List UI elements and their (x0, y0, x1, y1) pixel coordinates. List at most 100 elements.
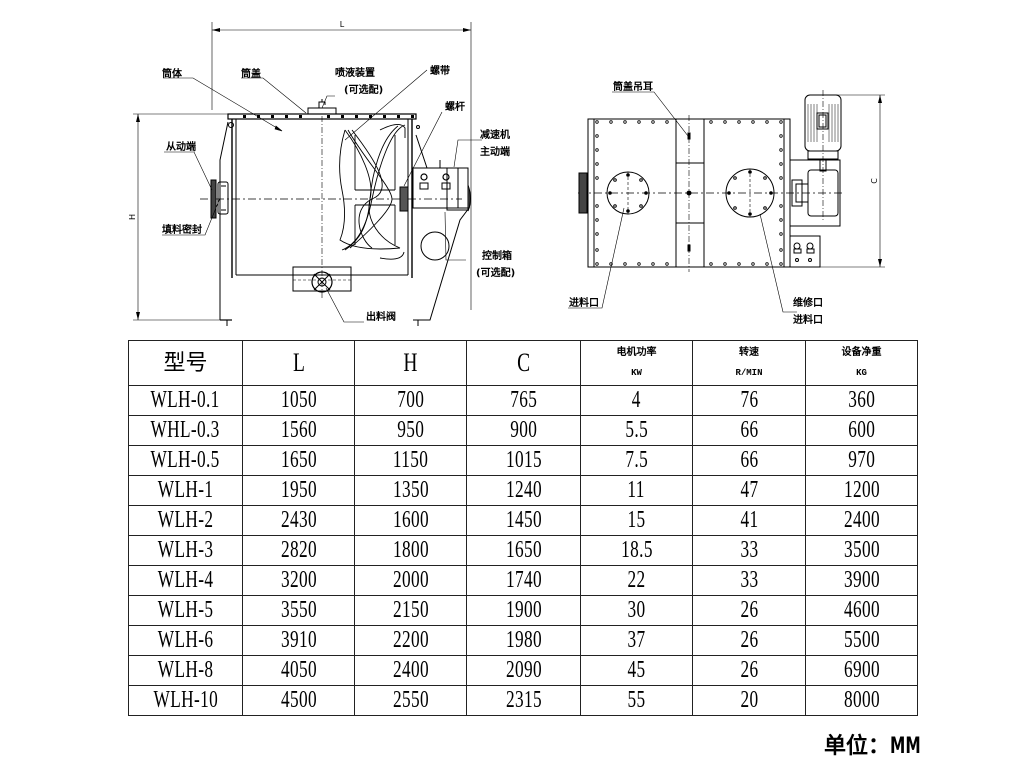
header-H: H (354, 340, 467, 386)
cell-H: 1150 (354, 445, 467, 476)
cell-model: WLH-6 (128, 625, 243, 656)
cell-speed: 66 (692, 415, 806, 446)
cell-power: 11 (580, 475, 693, 506)
cell-model: WLH-0.5 (128, 445, 243, 476)
front-view: L H (128, 20, 515, 326)
cell-L: 4500 (242, 685, 355, 716)
dimension-L: L (211, 20, 472, 310)
leader-lines (162, 69, 482, 323)
cell-speed: 20 (692, 685, 806, 716)
cell-model: WLH-5 (128, 595, 243, 626)
cell-C: 1980 (466, 625, 581, 656)
unit-note-value: MM (890, 734, 921, 759)
cell-C: 1900 (466, 595, 581, 626)
cell-H: 1800 (354, 535, 467, 566)
cell-L: 3550 (242, 595, 355, 626)
cell-power: 37 (580, 625, 693, 656)
cell-model: WHL-0.3 (128, 415, 243, 446)
cell-model: WLH-2 (128, 505, 243, 536)
cell-power: 18.5 (580, 535, 693, 566)
label-inlet-right: 进料口 (793, 313, 823, 326)
cell-weight: 5500 (805, 625, 918, 656)
cell-power: 30 (580, 595, 693, 626)
cell-speed: 66 (692, 445, 806, 476)
bolt-holes (595, 120, 783, 266)
cell-speed: 41 (692, 505, 806, 536)
cell-L: 3910 (242, 625, 355, 656)
cell-L: 2430 (242, 505, 355, 536)
cell-weight: 4600 (805, 595, 918, 626)
cell-H: 2000 (354, 565, 467, 596)
top-view-labels: 筒盖吊耳 进料口 维修口 进料口 (569, 80, 823, 326)
cell-C: 2315 (466, 685, 581, 716)
cell-model: WLH-10 (128, 685, 243, 716)
header-model: 型号 (128, 340, 243, 386)
cell-speed: 26 (692, 595, 806, 626)
label-inlet-left: 进料口 (569, 296, 599, 309)
dimension-L-label: L (340, 20, 345, 29)
label-drive-end: 主动端 (480, 145, 510, 158)
cell-power: 5.5 (580, 415, 693, 446)
inlet-port-left (606, 171, 650, 215)
label-control-optional: (可选配) (476, 266, 515, 279)
label-cover: 筒盖 (241, 67, 261, 80)
label-spray-optional: (可选配) (344, 83, 383, 96)
cell-weight: 8000 (805, 685, 918, 716)
dimension-C: C (790, 94, 885, 268)
discharge-valve (292, 266, 352, 293)
cell-C: 1740 (466, 565, 581, 596)
label-shaft: 螺杆 (445, 100, 465, 113)
cell-H: 2550 (354, 685, 467, 716)
cell-H: 700 (354, 385, 467, 416)
label-reducer: 减速机 (480, 128, 510, 141)
cell-weight: 2400 (805, 505, 918, 536)
front-view-labels: 筒体 筒盖 喷液装置 (可选配) 螺带 螺杆 从动端 减速机 主动端 填料密封 … (162, 64, 515, 323)
cell-L: 1560 (242, 415, 355, 446)
cell-speed: 26 (692, 655, 806, 686)
label-maintenance-port: 维修口 (793, 296, 823, 309)
top-view: C 筒盖吊耳 进料口 维修口 进料口 (568, 80, 885, 326)
cell-C: 1650 (466, 535, 581, 566)
label-driven-end: 从动端 (166, 140, 196, 153)
cell-L: 2820 (242, 535, 355, 566)
cell-model: WLH-4 (128, 565, 243, 596)
dimension-C-label: C (870, 178, 879, 184)
label-packing-seal: 填料密封 (162, 223, 202, 236)
cell-speed: 26 (692, 625, 806, 656)
dimension-H: H (128, 113, 230, 321)
cell-power: 55 (580, 685, 693, 716)
cell-H: 2400 (354, 655, 467, 686)
cell-H: 2150 (354, 595, 467, 626)
ribbon-agitator (339, 124, 406, 260)
cell-power: 22 (580, 565, 693, 596)
cell-C: 900 (466, 415, 581, 446)
cell-power: 7.5 (580, 445, 693, 476)
cell-L: 3200 (242, 565, 355, 596)
label-lifting-lug: 筒盖吊耳 (613, 80, 653, 93)
label-spray-device: 喷液装置 (335, 66, 375, 79)
cell-model: WLH-8 (128, 655, 243, 686)
header-L: L (242, 340, 355, 386)
cell-speed: 33 (692, 535, 806, 566)
cell-H: 1350 (354, 475, 467, 506)
label-ribbon: 螺带 (430, 64, 450, 77)
label-control-box: 控制箱 (482, 249, 512, 262)
cell-weight: 6900 (805, 655, 918, 686)
cell-speed: 76 (692, 385, 806, 416)
motor-gearbox (789, 90, 842, 268)
drive-assembly (399, 125, 471, 326)
